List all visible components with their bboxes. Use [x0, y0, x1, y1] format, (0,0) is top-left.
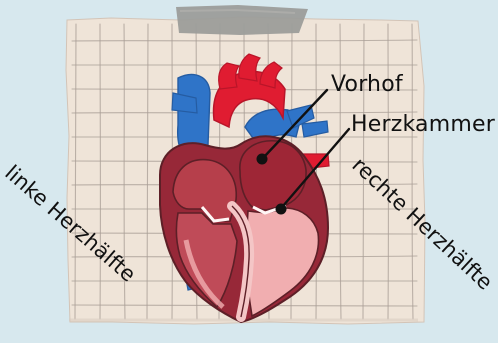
vorhof-callout-dot [257, 154, 268, 165]
tape [176, 5, 308, 35]
herzkammer-callout-dot [276, 204, 287, 215]
